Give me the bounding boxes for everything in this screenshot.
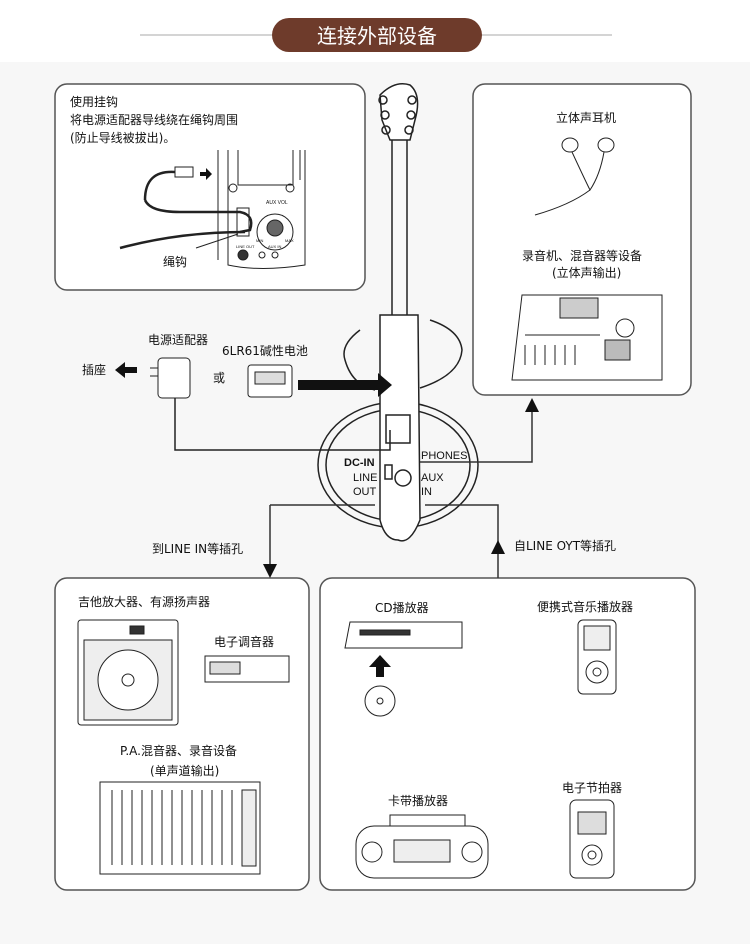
pa-mixer-icon	[99, 781, 261, 875]
mixer-recorder-icon	[511, 294, 663, 381]
tuner-label: 电子调音器	[214, 634, 274, 649]
title-banner	[272, 18, 482, 52]
cd-label: CD播放器	[375, 600, 429, 615]
out-label: OUT	[353, 486, 377, 498]
down-arrow-icon	[263, 564, 277, 578]
portable-player-icon	[577, 619, 617, 695]
line-out-label: LINE OUT	[236, 244, 255, 249]
up-arrow-icon-2	[491, 540, 505, 554]
phones-cable	[420, 410, 533, 463]
phones-label: PHONES	[421, 450, 467, 462]
amplifier-icon	[77, 619, 179, 726]
adapter-label: 电源适配器	[148, 333, 208, 347]
page-title: 连接外部设备	[317, 24, 437, 48]
line-label: LINE	[353, 472, 377, 484]
cd-player-icon	[344, 621, 463, 717]
pa-label: P.A.混音器、录音设备	[120, 743, 237, 758]
dc-in-label: DC-IN	[344, 457, 375, 469]
metronome-icon	[569, 799, 615, 879]
hook-box	[54, 83, 366, 291]
aux-vol-label: AUX VOL	[266, 200, 288, 206]
pa-note: (单声道输出)	[150, 763, 219, 778]
line-cables	[270, 504, 499, 545]
outlet-label: 插座	[82, 362, 106, 377]
metronome-label: 电子节拍器	[562, 780, 622, 795]
amp-label: 吉他放大器、有源扬声器	[78, 594, 210, 609]
to-line-in-label: 到LINE IN等插孔	[152, 542, 243, 556]
hook-desc: 将电源适配器导线绕在绳钩周围	[70, 113, 238, 127]
guitar-illustration	[317, 83, 479, 542]
or-label: 或	[213, 371, 225, 385]
up-arrow-icon	[525, 398, 539, 412]
power-adapter-icon	[150, 357, 391, 451]
aux-in-label: AUX IN	[268, 244, 281, 249]
in-label: IN	[421, 486, 432, 498]
jack-panel-illustration	[119, 150, 306, 269]
cassette-player-icon	[355, 814, 489, 879]
hook-label: 绳钩	[163, 255, 187, 269]
min-label: MIN	[256, 238, 263, 243]
recorder-note: (立体声输出)	[552, 265, 621, 280]
headphones-label: 立体声耳机	[556, 110, 616, 125]
outlet-arrow-icon	[115, 362, 137, 378]
from-line-out-label: 自LINE OYT等插孔	[514, 539, 616, 553]
max-label: MAX	[285, 238, 294, 243]
cassette-label: 卡带播放器	[388, 793, 448, 808]
aux-label: AUX	[421, 472, 444, 484]
battery-icon	[247, 364, 293, 398]
hook-note: (防止导线被拔出)。	[70, 130, 175, 145]
hook-title: 使用挂钩	[70, 94, 118, 109]
tuner-icon	[204, 655, 290, 683]
insert-battery-arrow-icon	[298, 373, 392, 397]
battery-label: 6LR61碱性电池	[222, 344, 308, 358]
insert-cd-arrow-icon	[369, 655, 391, 677]
plug-arrow-icon	[200, 168, 212, 180]
headphones-icon	[534, 137, 615, 216]
portable-player-label: 便携式音乐播放器	[537, 599, 633, 614]
recorder-label: 录音机、混音器等设备	[522, 248, 642, 263]
